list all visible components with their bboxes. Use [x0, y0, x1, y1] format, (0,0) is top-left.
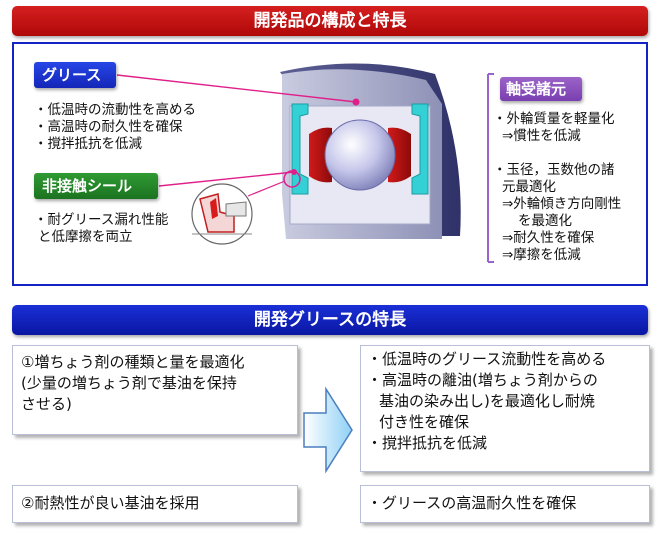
ball — [324, 119, 396, 191]
grease-left — [309, 127, 332, 183]
measure-box-base-oil: ②耐熱性が良い基油を採用 — [12, 485, 298, 523]
section-title-grease-features: 開発グリースの特長 — [12, 305, 648, 335]
seal-label: 非接触シール — [34, 173, 158, 199]
bearing-spec-line: ⇒慣性を低減 — [502, 128, 581, 144]
bearing-spec-line: 元最適化 — [502, 179, 556, 195]
seal-item: ・耐グリース漏れ性能 — [34, 212, 169, 228]
grease-right — [388, 127, 411, 183]
grease-item: ・低温時の流動性を高める — [34, 102, 196, 118]
right-arrow-icon — [303, 386, 353, 474]
grease-item: ・高温時の耐久性を確保 — [34, 119, 183, 135]
bearing-spec-line: ⇒摩擦を低減 — [502, 247, 581, 263]
bearing-spec-label: 軸受諸元 — [500, 77, 582, 101]
bearing-spec-line: ⇒耐久性を確保 — [502, 230, 595, 246]
seal-zoom-view — [191, 183, 253, 245]
right-seal — [411, 103, 429, 195]
box-line: ・低温時のグリース流動性を高める — [367, 350, 607, 368]
effect-box-flow: ・低温時のグリース流動性を高める ・高温時の離油(増ちょう剤からの 基油の染み出… — [360, 345, 650, 472]
bearing-cross-section-diagram — [191, 63, 461, 245]
box-line: ②耐熱性が良い基油を採用 — [21, 494, 200, 512]
box-line: ・撹拌抵抗を低減 — [367, 434, 488, 452]
box-line: ・グリースの高温耐久性を確保 — [367, 494, 577, 512]
box-line: 付き性を確保 — [379, 413, 470, 431]
zoom-link-line — [247, 180, 286, 197]
effect-box-durability: ・グリースの高温耐久性を確保 — [360, 485, 650, 523]
bearing-spec-line: を最適化 — [518, 213, 572, 229]
box-line: ①増ちょう剤の種類と量を最適化 — [21, 353, 245, 371]
box-line: (少量の増ちょう剤で基油を保持 — [21, 374, 237, 392]
bearing-spec-line: ・玉径，玉数他の諸 — [493, 162, 615, 178]
box-line: させる) — [21, 395, 72, 413]
grease-label: グリース — [34, 62, 116, 88]
bearing-spec-line: ・外輪質量を軽量化 — [493, 111, 615, 127]
seal-item: と低摩擦を両立 — [38, 229, 133, 245]
box-line: ・高温時の離油(増ちょう剤からの — [367, 371, 598, 389]
bearing-spec-line: ⇒外輪傾き方向剛性 — [502, 196, 622, 212]
grease-item: ・撹拌抵抗を低減 — [34, 136, 142, 152]
box-line: 基油の染み出し)を最適化し耐焼 — [379, 392, 595, 410]
section-title-structure: 開発品の構成と特長 — [12, 6, 648, 36]
measure-box-thickener: ①増ちょう剤の種類と量を最適化 (少量の増ちょう剤で基油を保持 させる) — [12, 345, 298, 435]
